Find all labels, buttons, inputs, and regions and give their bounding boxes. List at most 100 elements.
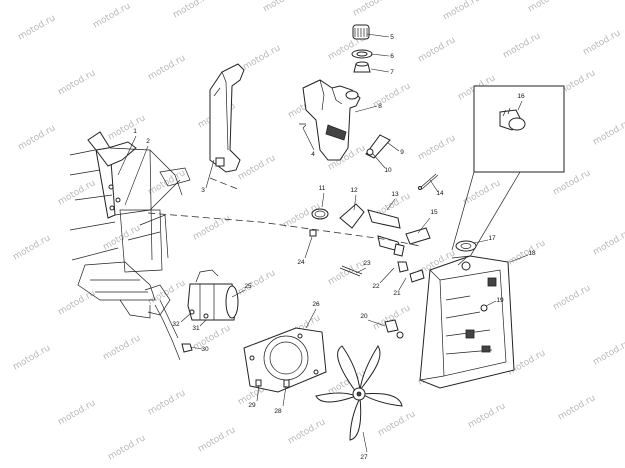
leader-line xyxy=(367,319,386,327)
callout-number: 19 xyxy=(496,297,504,304)
callout-16: 16 xyxy=(517,93,525,111)
watermark-text: motod.ru xyxy=(237,153,278,182)
watermark-text: motod.ru xyxy=(507,238,548,267)
watermark-text: motod.ru xyxy=(12,233,53,262)
nut xyxy=(181,343,193,353)
mounting-bolts xyxy=(255,379,290,388)
callout-31: 31 xyxy=(192,319,207,332)
callout-number: 21 xyxy=(393,290,401,297)
leader-line xyxy=(231,289,246,298)
callout-29: 29 xyxy=(248,384,260,409)
callout-number: 16 xyxy=(517,93,525,100)
callout-2: 2 xyxy=(124,138,150,206)
leader-line xyxy=(473,239,489,244)
leader-line xyxy=(305,308,317,329)
watermark-text: motod.ru xyxy=(242,43,283,72)
leader-line xyxy=(304,236,313,259)
washers xyxy=(189,309,209,319)
callout-3: 3 xyxy=(201,159,215,194)
callout-number: 29 xyxy=(248,402,256,409)
hose-fittings xyxy=(397,261,425,283)
callout-number: 7 xyxy=(390,69,394,76)
callout-12: 12 xyxy=(350,187,358,211)
callout-number: 8 xyxy=(378,103,382,110)
watermark-text: motod.ru xyxy=(57,68,98,97)
fan-mounting-plate xyxy=(243,327,327,393)
leader-line xyxy=(302,127,315,151)
leader-line xyxy=(509,254,529,263)
callout-25: 25 xyxy=(231,283,252,298)
cap-assembly xyxy=(351,24,373,73)
leader-line xyxy=(386,198,396,211)
watermark-text: motod.ru xyxy=(417,35,458,64)
callout-number: 1 xyxy=(133,128,137,135)
leader-line xyxy=(379,267,395,284)
callout-17: 17 xyxy=(473,235,496,244)
watermark-text: motod.ru xyxy=(352,0,393,19)
callout-number: 25 xyxy=(244,283,252,290)
watermark-text: motod.ru xyxy=(552,168,593,197)
callout-number: 18 xyxy=(528,250,536,257)
watermark-text: motod.ru xyxy=(462,178,503,207)
watermark-text: motod.ru xyxy=(102,333,143,362)
leader-line xyxy=(417,217,431,234)
callout-13: 13 xyxy=(386,191,399,211)
leader-line xyxy=(321,192,325,208)
alignment-line-2 xyxy=(209,177,241,191)
callout-number: 23 xyxy=(363,260,371,267)
sensor-wire xyxy=(339,265,363,277)
callout-27: 27 xyxy=(360,431,368,461)
watermark-text: motod.ru xyxy=(107,113,148,142)
callout-28: 28 xyxy=(274,385,287,415)
callout-number: 11 xyxy=(319,185,326,192)
callout-21: 21 xyxy=(393,277,407,297)
callout-11: 11 xyxy=(319,185,326,208)
watermark-text: motod.ru xyxy=(17,123,58,152)
radiator-cap xyxy=(455,240,477,252)
watermark-text: motod.ru xyxy=(592,118,625,147)
screw xyxy=(309,229,317,237)
watermark-text: motod.ru xyxy=(57,178,98,207)
leader-line xyxy=(353,194,357,211)
leader-line xyxy=(256,384,260,402)
leader-line xyxy=(180,312,192,323)
watermark-text: motod.ru xyxy=(57,398,98,427)
callout-number: 22 xyxy=(372,283,380,290)
leader-line xyxy=(372,153,386,169)
watermark-text: motod.ru xyxy=(592,338,625,367)
callout-number: 3 xyxy=(201,187,205,194)
watermark-text: motod.ru xyxy=(287,417,328,446)
leader-line xyxy=(354,105,378,113)
callout-15: 15 xyxy=(417,209,438,234)
watermark-text: motod.ru xyxy=(552,283,593,312)
leader-line xyxy=(398,277,407,291)
callout-4: 4 xyxy=(302,127,315,158)
callout-number: 10 xyxy=(384,167,392,174)
watermark-text: motod.ru xyxy=(557,393,598,422)
callout-number: 24 xyxy=(297,259,305,266)
leader-line xyxy=(117,135,137,176)
leader-line xyxy=(362,431,368,453)
leader-line xyxy=(355,267,367,274)
leader-line xyxy=(189,346,203,350)
leader-line xyxy=(370,68,390,73)
hose-clamp xyxy=(311,208,329,220)
watermark-text: motod.ru xyxy=(237,268,278,297)
callout-number: 9 xyxy=(400,149,404,156)
callout-5: 5 xyxy=(366,33,394,41)
watermark-text: motod.ru xyxy=(467,401,508,430)
callout-26: 26 xyxy=(305,301,320,329)
callout-number: 30 xyxy=(201,346,209,353)
drain-fitting xyxy=(384,319,404,339)
callout-number: 6 xyxy=(390,53,394,60)
leader-line xyxy=(387,142,400,152)
watermark-text: motod.ru xyxy=(582,28,623,57)
frame-assembly xyxy=(69,131,191,361)
leader-line xyxy=(517,100,523,111)
leader-line xyxy=(370,53,390,57)
watermark-text: motod.ru xyxy=(377,409,418,438)
callout-19: 19 xyxy=(485,297,504,307)
watermark-text: motod.ru xyxy=(107,433,148,462)
callout-8: 8 xyxy=(354,103,382,113)
